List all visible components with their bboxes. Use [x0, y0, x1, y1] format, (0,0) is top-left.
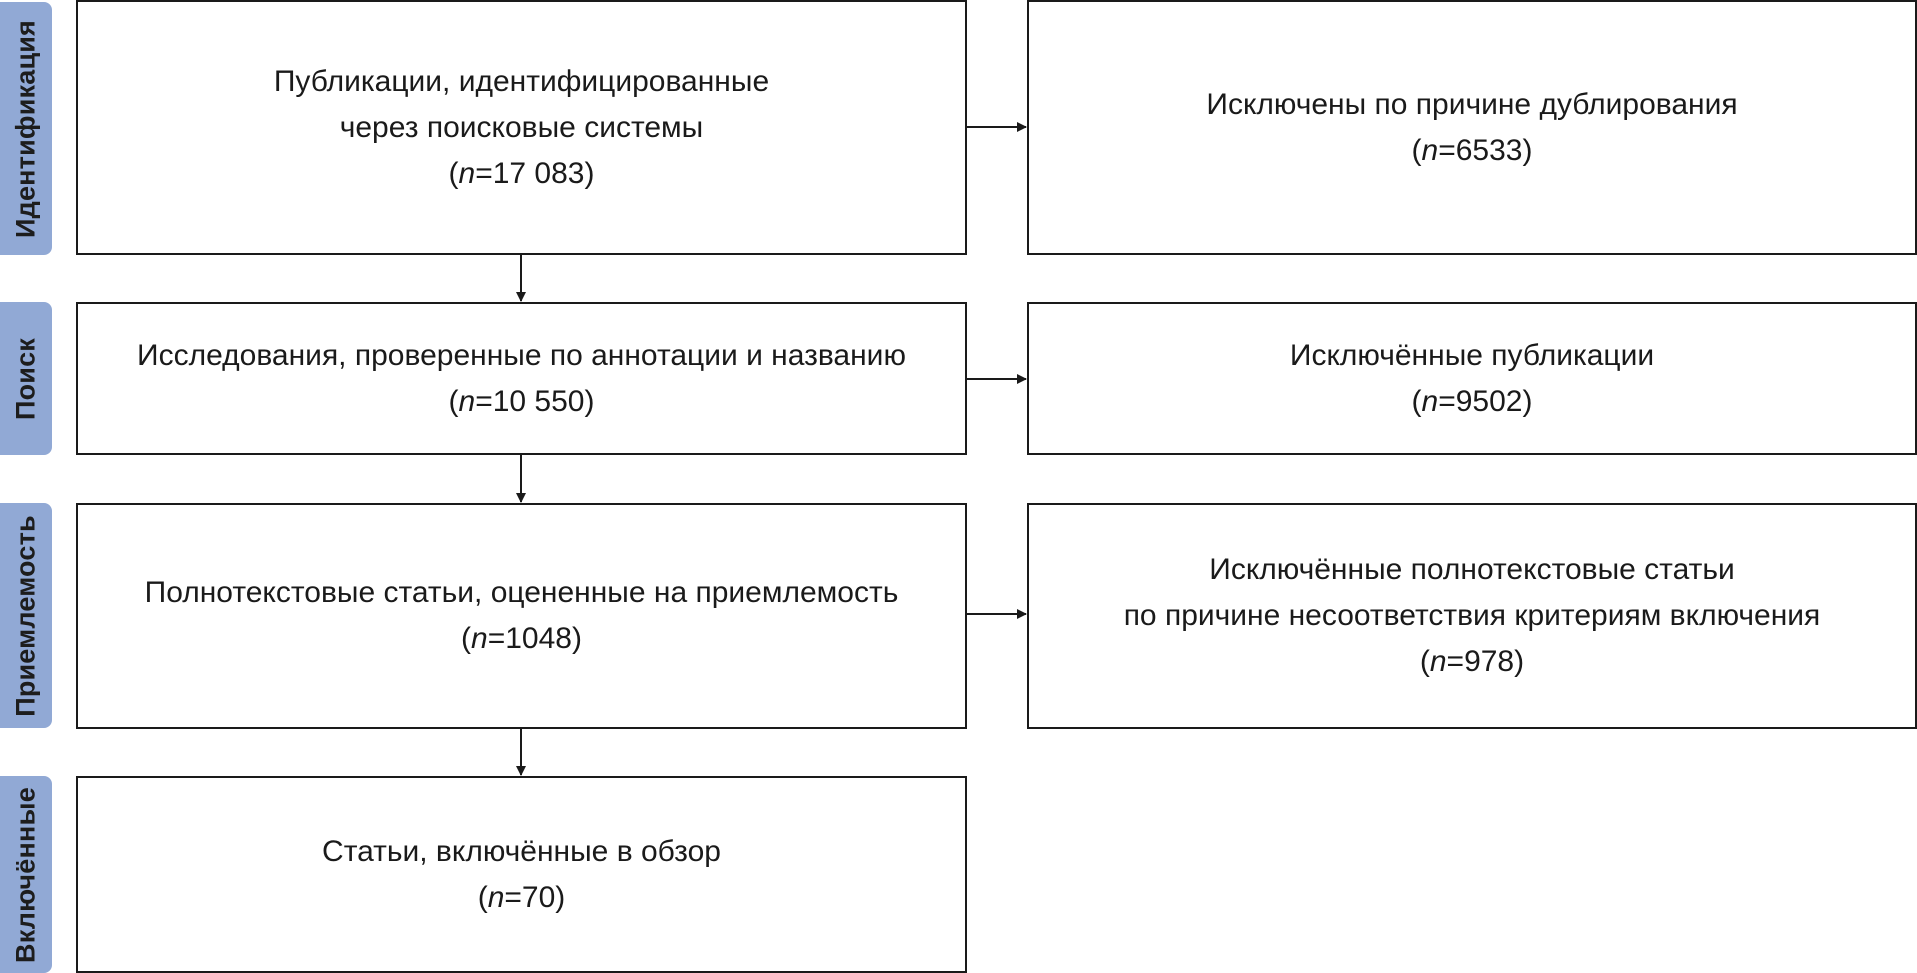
stage-tab-included: Включённые	[0, 776, 52, 973]
count-value: =978	[1446, 645, 1515, 678]
n-symbol: n	[487, 880, 505, 914]
box-text-line: через поисковые системы	[339, 110, 704, 144]
box-text-line: Публикации, идентифицированные	[273, 64, 770, 98]
record-count: (n=978)	[1419, 645, 1525, 678]
box-text-line: Полнотекстовые статьи, оцененные на прие…	[144, 576, 899, 609]
record-count: (n=6533)	[1411, 133, 1533, 167]
box-text-line: Исследования, проверенные по аннотации и…	[137, 338, 906, 372]
box-text-line: Исключённые публикации	[1289, 338, 1655, 372]
box-eligibility-assessed: Полнотекстовые статьи, оцененные на прие…	[76, 503, 967, 729]
count-value: =1048	[487, 622, 572, 655]
box-text-line: Исключены по причине дублирования	[1206, 87, 1738, 121]
stage-tab-screening: Поиск	[0, 302, 52, 455]
n-symbol: n	[1421, 133, 1439, 167]
count-value: =70	[504, 880, 556, 914]
count-value: =6533	[1438, 133, 1523, 167]
count-value: =10 550	[475, 384, 585, 418]
count-value: =17 083	[475, 156, 585, 190]
stage-tab-eligibility: Приемлемость	[0, 503, 52, 728]
record-count: (n=9502)	[1411, 384, 1533, 418]
stage-tab-identification: Идентификация	[0, 2, 52, 255]
record-count: (n=1048)	[461, 622, 582, 655]
box-included-studies: Статьи, включённые в обзор (n=70)	[76, 776, 967, 973]
n-symbol: n	[1429, 645, 1447, 678]
box-text-line: по причине несоответствия критериям вклю…	[1123, 599, 1821, 632]
record-count: (n=17 083)	[448, 156, 595, 190]
box-excluded-full-text: Исключённые полнотекстовые статьи по при…	[1027, 503, 1917, 729]
box-excluded-records: Исключённые публикации (n=9502)	[1027, 302, 1917, 455]
box-identified-records: Публикации, идентифицированные через пои…	[76, 0, 967, 255]
record-count: (n=70)	[477, 880, 566, 914]
n-symbol: n	[458, 384, 476, 418]
box-text-line: Исключённые полнотекстовые статьи	[1209, 553, 1735, 586]
n-symbol: n	[458, 156, 476, 190]
box-screened-records: Исследования, проверенные по аннотации и…	[76, 302, 967, 455]
record-count: (n=10 550)	[448, 384, 595, 418]
n-symbol: n	[1421, 384, 1439, 418]
box-text-line: Статьи, включённые в обзор	[322, 834, 721, 868]
count-value: =9502	[1438, 384, 1523, 418]
n-symbol: n	[471, 622, 488, 655]
box-excluded-duplicates: Исключены по причине дублирования (n=653…	[1027, 0, 1917, 255]
